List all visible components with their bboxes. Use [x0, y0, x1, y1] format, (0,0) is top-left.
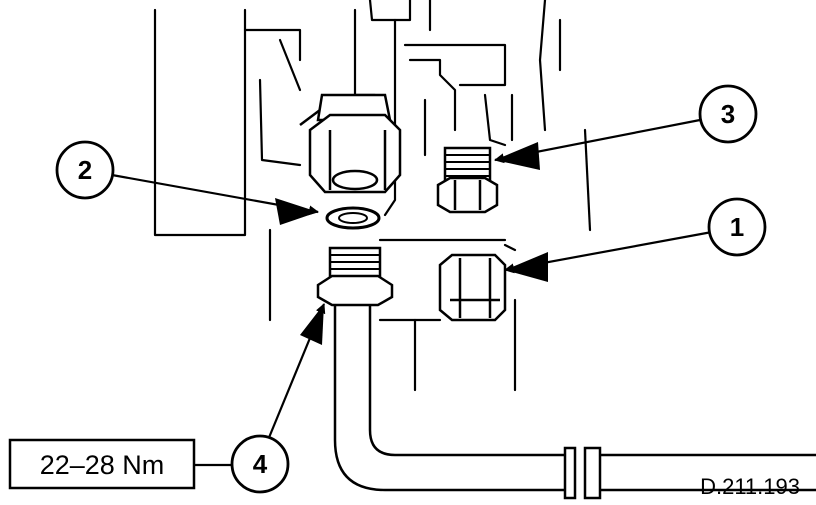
callout-4: 4 [230, 434, 290, 494]
leader-lines [111, 118, 713, 467]
callout-3-label: 3 [721, 99, 735, 129]
callout-1: 1 [707, 197, 767, 257]
callout-2: 2 [55, 140, 115, 200]
callout-4-label: 4 [253, 449, 268, 479]
arrowheads [275, 142, 548, 345]
sealing-washer [325, 206, 381, 230]
union-nut [438, 253, 507, 322]
callout-1-label: 1 [730, 212, 744, 242]
callout-2-label: 2 [78, 155, 92, 185]
pipe-assembly [316, 246, 816, 500]
torque-spec-label: 22–28 Nm [40, 450, 165, 480]
engine-housing [153, 0, 592, 392]
callout-3: 3 [698, 84, 758, 144]
housing-hex-nut [299, 93, 402, 194]
threaded-fitting [436, 146, 499, 214]
torque-spec-box: 22–28 Nm [8, 438, 196, 490]
figure-reference: D.211.193 [700, 474, 800, 499]
